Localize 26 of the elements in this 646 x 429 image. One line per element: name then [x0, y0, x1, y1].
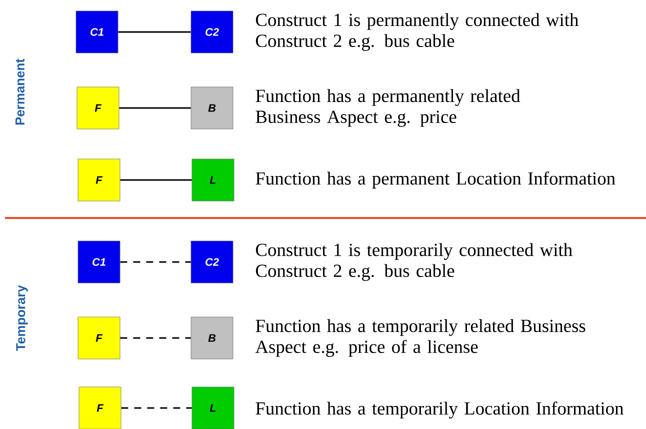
construct-box: B [190, 316, 234, 360]
connector-line [120, 179, 192, 181]
connector-line [120, 261, 191, 263]
description-text: Function has a temporarily related Business Aspect e.g. price of a license [255, 319, 586, 357]
construct-box: L [192, 386, 234, 429]
construct-box: F [78, 316, 120, 360]
construct-box: F [78, 158, 120, 202]
section-label: Permanent [15, 58, 25, 125]
construct-box: C2 [190, 10, 234, 54]
description-text: Function has a permanent Location Information [256, 172, 616, 188]
construct-box: C1 [78, 240, 120, 284]
construct-box: C2 [190, 240, 234, 284]
connector-line [119, 107, 191, 109]
construct-box: L [192, 158, 234, 202]
description-text: Function has a permanently related Business Aspect e.g. price [256, 89, 520, 127]
description-text: Function has a temporarily Location Information [256, 402, 624, 418]
description-text: Construct 1 is temporarily connected with Construct 2 e.g. bus cable [256, 243, 572, 281]
connector-line [118, 31, 191, 33]
construct-box: F [78, 386, 122, 429]
construct-box: C1 [76, 10, 118, 54]
connector-line [120, 337, 191, 339]
construct-box: B [190, 86, 234, 130]
description-text: Construct 1 is permanently connected with Construct 2 e.g. bus cable [256, 13, 578, 51]
section-label: Temporary [16, 285, 28, 351]
connector-line [121, 407, 192, 409]
construct-box: F [76, 86, 120, 130]
